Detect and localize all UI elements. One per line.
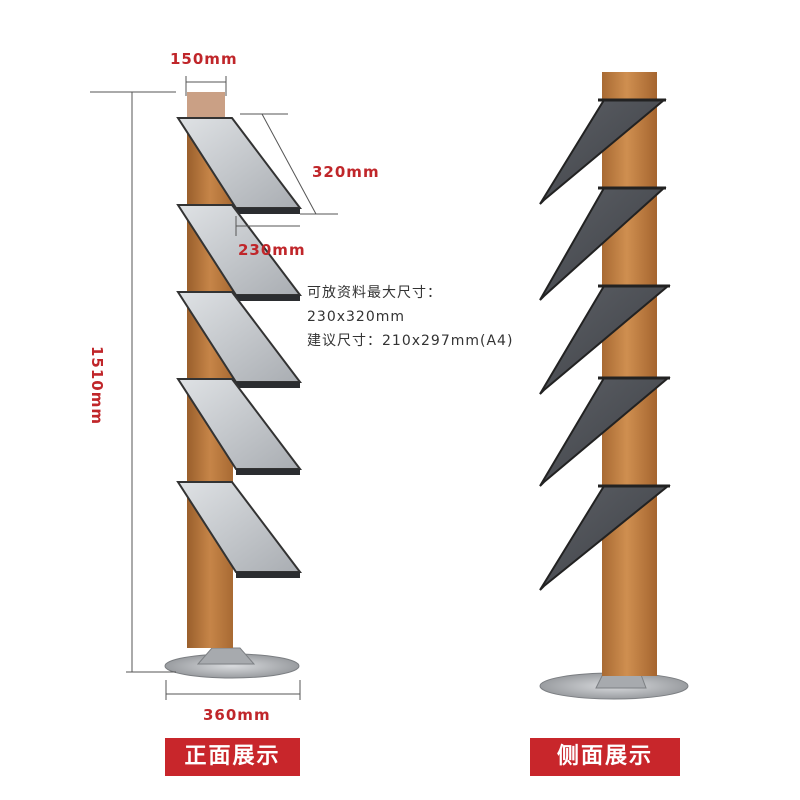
dim-base-diameter-label: 360mm <box>203 706 271 724</box>
front-base-bracket <box>196 647 256 665</box>
front-shelf-5 <box>176 481 303 578</box>
dim-depth-line <box>261 113 317 215</box>
dim-shelf-width-label: 230mm <box>238 241 306 259</box>
front-top-cap <box>187 92 225 120</box>
size-info-line-1: 可放资料最大尺寸： <box>307 285 442 301</box>
front-shelf-3 <box>176 291 303 388</box>
side-shelf-4 <box>539 376 671 487</box>
side-shelf-5 <box>539 484 671 591</box>
side-shelf-2 <box>539 186 667 301</box>
side-wood-column <box>602 72 657 676</box>
side-shelf-3 <box>539 284 671 395</box>
front-shelf-1 <box>176 117 303 214</box>
side-view-stand <box>539 72 689 700</box>
size-info: 可放资料最大尺寸： 230x320mm 建议尺寸：210x297mm(A4) <box>307 281 513 353</box>
front-shelf-2 <box>176 204 303 301</box>
size-info-line-3: 建议尺寸：210x297mm(A4) <box>307 333 514 349</box>
dimension-lines <box>90 76 338 700</box>
caption-side-view: 侧面展示 <box>530 738 680 776</box>
dim-height-label: 1510mm <box>88 346 106 426</box>
front-shelf-4 <box>176 378 303 475</box>
front-view-stand <box>164 92 303 679</box>
side-shelf-1 <box>539 98 667 205</box>
dim-top-width-label: 150mm <box>170 50 238 68</box>
caption-front-view: 正面展示 <box>165 738 300 776</box>
dim-shelf-depth-label: 320mm <box>312 163 380 181</box>
size-info-line-2: 230x320mm <box>307 309 406 325</box>
